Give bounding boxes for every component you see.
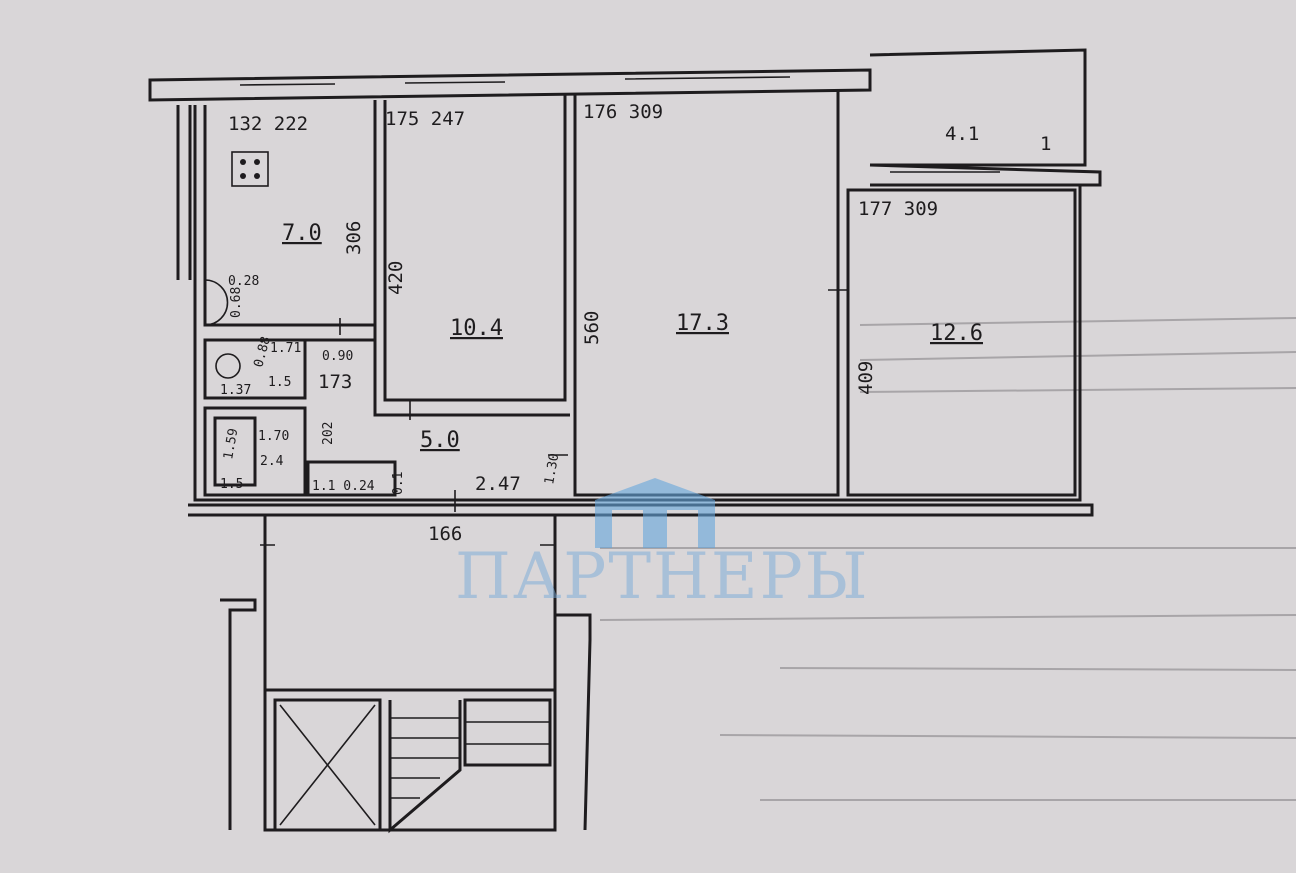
- watermark-logo-icon: [595, 478, 715, 548]
- area-hall: 5.0: [420, 428, 460, 453]
- area-room-2: 17.3: [676, 311, 729, 336]
- dim-room2-top: 176 309: [583, 101, 663, 123]
- dim-bath-2: 1.70: [258, 429, 289, 444]
- watermark: ПАРТНЕРЫ: [455, 470, 870, 620]
- balcony-mark: 1: [1040, 133, 1051, 155]
- stove-icon: [231, 151, 269, 187]
- dim-kitchen-door-2: 0.68: [229, 287, 244, 318]
- dim-wc-2: 1.71: [270, 341, 301, 356]
- dim-hall-4: 1.30: [542, 452, 562, 485]
- dim-room1-top: 175 247: [385, 108, 465, 130]
- dim-room1-side: 420: [385, 261, 407, 295]
- dim-bath-1: 1.59: [221, 427, 241, 460]
- dim-corridor: 166: [428, 523, 462, 545]
- area-wc: 1.5: [268, 375, 291, 390]
- dim-closet: 1.1 0.24: [312, 479, 375, 494]
- background-form-lines: [599, 317, 1296, 801]
- area-kitchen: 7.0: [282, 221, 322, 246]
- dim-room2-side: 560: [581, 311, 603, 345]
- walls: [148, 48, 1102, 834]
- dim-kitchen-side: 306: [343, 221, 365, 255]
- dim-hall-2: 173: [318, 371, 352, 393]
- dim-hall-5: 2.47: [475, 473, 521, 495]
- gas-heater-icon: [204, 279, 229, 326]
- area-room-1: 10.4: [450, 316, 503, 341]
- dim-hall-1: 0.90: [322, 349, 353, 364]
- dim-wc-3: 1.37: [220, 383, 251, 398]
- area-bathroom: 2.4: [260, 454, 284, 469]
- dim-room3-side: 409: [855, 361, 877, 395]
- dim-closet-2: 0.1: [391, 472, 406, 495]
- dim-hall-3: 202: [321, 422, 336, 445]
- dim-bath-3: 1.5: [220, 477, 243, 492]
- dim-room3-top: 177 309: [858, 198, 938, 220]
- dim-kitchen-door: 0.28: [228, 274, 259, 289]
- dim-kitchen-top: 132 222: [228, 113, 308, 135]
- watermark-text: ПАРТНЕРЫ: [455, 540, 870, 614]
- area-balcony: 4.1: [945, 123, 979, 145]
- area-room-3: 12.6: [930, 321, 983, 346]
- toilet-icon: [215, 353, 241, 379]
